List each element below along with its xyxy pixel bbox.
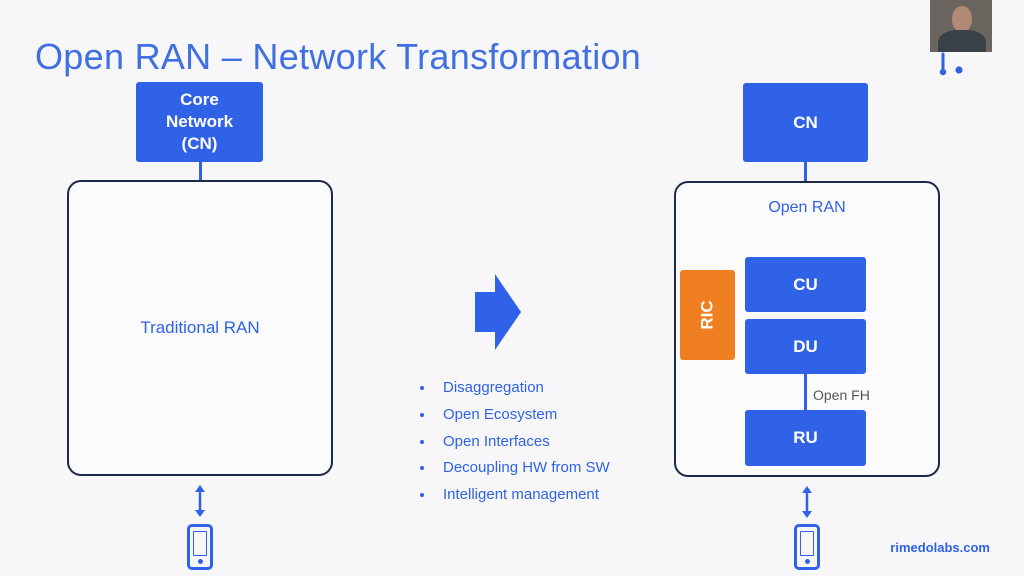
ric-box: RIC bbox=[680, 270, 735, 360]
benefit-item-intelligent-management: Intelligent management bbox=[420, 484, 610, 511]
du-to-ru-link bbox=[804, 374, 807, 410]
benefits-list: Disaggregation Open Ecosystem Open Inter… bbox=[420, 377, 610, 511]
cu-box: CU bbox=[745, 257, 866, 312]
left-phone-icon bbox=[187, 524, 213, 570]
webcam-person-head bbox=[952, 6, 972, 32]
benefit-item-open-interfaces: Open Interfaces bbox=[420, 431, 610, 458]
left-double-arrow-icon bbox=[195, 485, 205, 517]
benefit-item-disaggregation: Disaggregation bbox=[420, 377, 610, 404]
ru-label: RU bbox=[793, 428, 818, 447]
cn-label: CN bbox=[793, 112, 818, 132]
transformation-arrow-icon bbox=[475, 274, 521, 350]
core-network-label: Core Network (CN) bbox=[165, 90, 234, 153]
webcam-thumbnail bbox=[930, 0, 992, 52]
benefit-item-decoupling: Decoupling HW from SW bbox=[420, 457, 610, 484]
right-phone-icon bbox=[794, 524, 820, 570]
traditional-ran-label: Traditional RAN bbox=[140, 318, 260, 337]
cu-label: CU bbox=[793, 274, 818, 294]
du-label: DU bbox=[793, 336, 818, 356]
du-box: DU bbox=[745, 319, 866, 374]
slide-title: Open RAN – Network Transformation bbox=[35, 36, 642, 77]
ru-box: RU bbox=[745, 410, 866, 466]
ric-label: RIC bbox=[697, 300, 717, 330]
open-ran-label: Open RAN bbox=[768, 199, 846, 216]
core-to-ran-link bbox=[199, 162, 202, 182]
cn-box: CN bbox=[743, 83, 868, 162]
right-double-arrow-icon bbox=[802, 486, 812, 518]
logo-mark-icon bbox=[939, 52, 963, 76]
cn-to-open-ran-link bbox=[804, 162, 807, 183]
brand-url: rimedolabs.com bbox=[890, 540, 990, 555]
open-fh-label: Open FH bbox=[813, 387, 870, 403]
webcam-person-body bbox=[938, 30, 986, 52]
core-network-box: Core Network (CN) bbox=[136, 82, 263, 162]
traditional-ran-box: Traditional RAN bbox=[67, 180, 333, 476]
benefit-item-open-ecosystem: Open Ecosystem bbox=[420, 404, 610, 431]
